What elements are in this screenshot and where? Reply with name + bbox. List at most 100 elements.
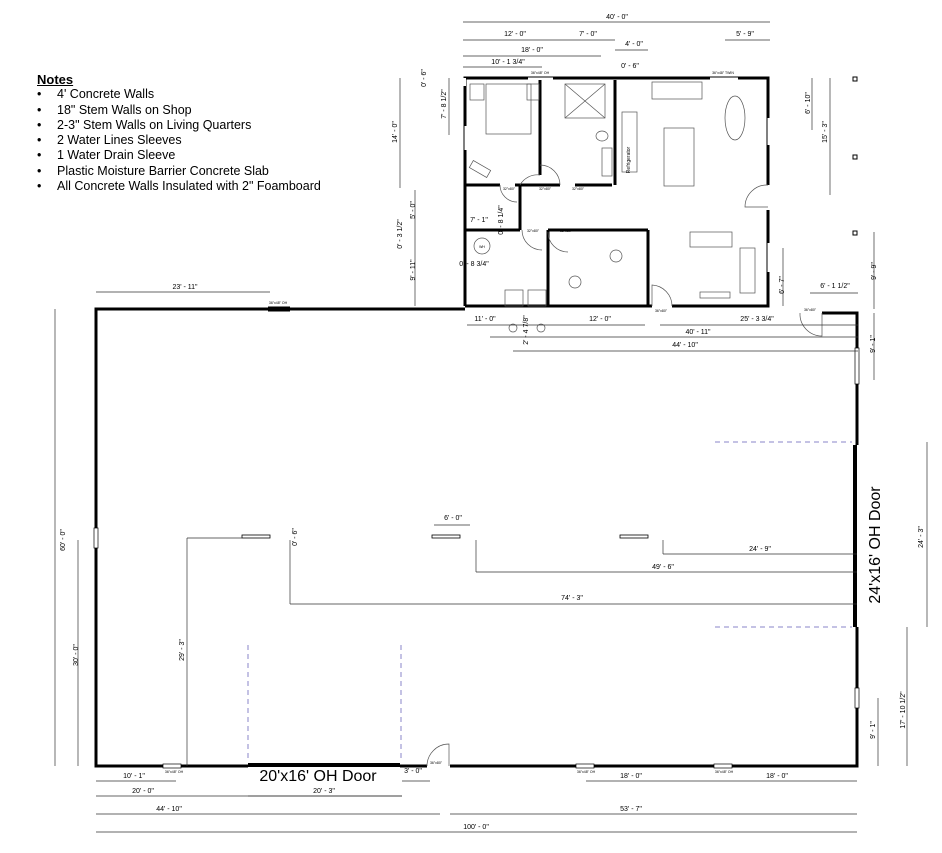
living-quarters: Refrigerator WH — [458, 76, 770, 333]
dimension-label: 36"x80" — [430, 761, 443, 765]
dimension-label: 11' - 0" — [474, 316, 496, 323]
elevation-markers — [852, 76, 858, 236]
plan-mark — [575, 763, 595, 769]
dimension-label: 12' - 0" — [589, 316, 611, 323]
dimension-label: 10' - 1" — [123, 773, 145, 780]
plan-mark — [609, 249, 623, 263]
dimension-label: 20' - 0" — [132, 788, 154, 795]
dimension-label: 74' - 3" — [561, 595, 583, 602]
note-item: All Concrete Walls Insulated with 2" Foa… — [37, 179, 321, 195]
dimension-label: 49' - 6" — [652, 564, 674, 571]
plan-mark — [854, 347, 860, 385]
dimension-label: 7' - 8 1/2" — [441, 89, 448, 119]
plan-mark — [619, 534, 649, 539]
notes-list: 4' Concrete Walls 18" Stem Walls on Shop… — [37, 87, 321, 194]
plan-mark — [547, 231, 569, 253]
plan-mark — [94, 307, 465, 768]
dimension-label: 9' - 11" — [410, 259, 417, 281]
plan-mark — [508, 323, 518, 333]
plan-mark — [852, 154, 858, 160]
plan-mark — [852, 76, 858, 82]
plan-mark — [458, 78, 466, 86]
dimension-lines — [54, 21, 928, 833]
plan-mark — [739, 247, 756, 294]
right-oh-door-label: 24'x16' OH Door — [867, 486, 884, 604]
plan-mark — [799, 312, 823, 337]
plan-mark — [162, 763, 182, 769]
notes-panel: Notes 4' Concrete Walls 18" Stem Walls o… — [37, 72, 321, 195]
plan-mark — [527, 289, 547, 307]
dim-house-width: 40' - 0" — [606, 14, 628, 21]
dimension-label: 6' - 10" — [805, 92, 812, 114]
plan-mark — [595, 130, 609, 142]
plan-mark — [539, 164, 561, 186]
note-item: 2 Water Lines Sleeves — [37, 133, 321, 149]
plan-mark — [663, 127, 695, 187]
plan-mark — [689, 231, 733, 248]
dimension-label: 5' - 0" — [410, 201, 417, 219]
dimension-labels: 40' - 0" 12' - 0" 7' - 0" 18' - 0" 4' - … — [60, 14, 925, 831]
dimension-label: 17' - 10 1/2" — [900, 691, 907, 729]
dimension-label: 0' - 6" — [621, 63, 639, 70]
dimension-label: 12' - 0" — [504, 31, 526, 38]
dimension-label: 0' - 8 3/4" — [459, 261, 489, 268]
dimension-label: 7' - 1" — [470, 217, 488, 224]
plan-mark — [601, 147, 613, 177]
dimension-label: 100' - 0" — [463, 824, 489, 831]
dimension-label: 18' - 0" — [766, 773, 788, 780]
dimension-label: 6' - 1 1/2" — [820, 283, 850, 290]
plan-mark — [651, 81, 703, 100]
dimension-label: 3' - 0" — [404, 768, 422, 775]
dimension-label: 24' - 3" — [918, 526, 925, 548]
plan-mark — [699, 291, 731, 299]
dimension-label: 24' - 9" — [749, 546, 771, 553]
dimension-label: 6' - 7" — [779, 276, 786, 294]
plan-mark — [822, 311, 859, 445]
plan-mark — [564, 83, 606, 119]
dimension-label: 32"x80" — [572, 187, 585, 191]
dimension-label: 40' - 11" — [685, 329, 711, 336]
dimension-label: 23' - 11" — [172, 284, 198, 291]
plan-mark — [504, 289, 524, 307]
dimension-label: 14' - 0" — [392, 121, 399, 143]
dimension-label: 36"x80" — [804, 308, 817, 312]
plan-mark — [744, 184, 769, 208]
dimension-label: 0' - 6" — [421, 69, 428, 87]
plan-mark — [468, 160, 492, 178]
dimension-label: 44' - 10" — [672, 342, 698, 349]
dimension-label: 18' - 0" — [620, 773, 642, 780]
dimension-label: 18' - 0" — [521, 47, 543, 54]
plan-mark — [499, 184, 518, 203]
note-item: 2-3" Stem Walls on Living Quarters — [37, 118, 321, 134]
opening-tags: 36"x48" OH 36"x48" TWIN 36"x48" OH 36"x4… — [165, 71, 817, 774]
dimension-label: 6' - 0" — [444, 515, 462, 522]
plan-mark — [426, 743, 450, 767]
plan-mark — [713, 763, 733, 769]
plan-mark — [450, 627, 859, 768]
note-item: 1 Water Drain Sleeve — [37, 148, 321, 164]
dimension-label: 36"x48" OH — [165, 770, 184, 774]
plan-mark — [621, 111, 638, 173]
dimension-label: 0' - 8 1/4" — [498, 205, 505, 235]
note-item: Plastic Moisture Barrier Concrete Slab — [37, 164, 321, 180]
dimension-label: 0' - 3 1/2" — [397, 219, 404, 249]
shop-walls — [93, 306, 860, 769]
plan-mark — [469, 83, 485, 101]
dimension-label: 36"x80" — [655, 309, 668, 313]
plan-mark — [651, 284, 673, 307]
plan-mark — [854, 687, 860, 709]
dimension-label: 36"x48" OH — [577, 770, 596, 774]
plan-mark — [431, 534, 461, 539]
dimension-label: 53' - 7" — [620, 806, 642, 813]
dimension-label: 4' - 0" — [625, 41, 643, 48]
dimension-label: 7' - 0" — [579, 31, 597, 38]
dimension-label: 32"x80" — [539, 187, 552, 191]
bottom-oh-door-label: 20'x16' OH Door — [259, 768, 377, 785]
dimension-label: 9' - 1" — [870, 335, 877, 353]
dimension-label: 9' - 9" — [871, 262, 878, 280]
plan-mark — [852, 230, 858, 236]
dimension-label: 0' - 6" — [292, 528, 299, 546]
dimension-label: 32"x80" — [560, 229, 573, 233]
dimension-label: 60' - 0" — [60, 529, 67, 551]
